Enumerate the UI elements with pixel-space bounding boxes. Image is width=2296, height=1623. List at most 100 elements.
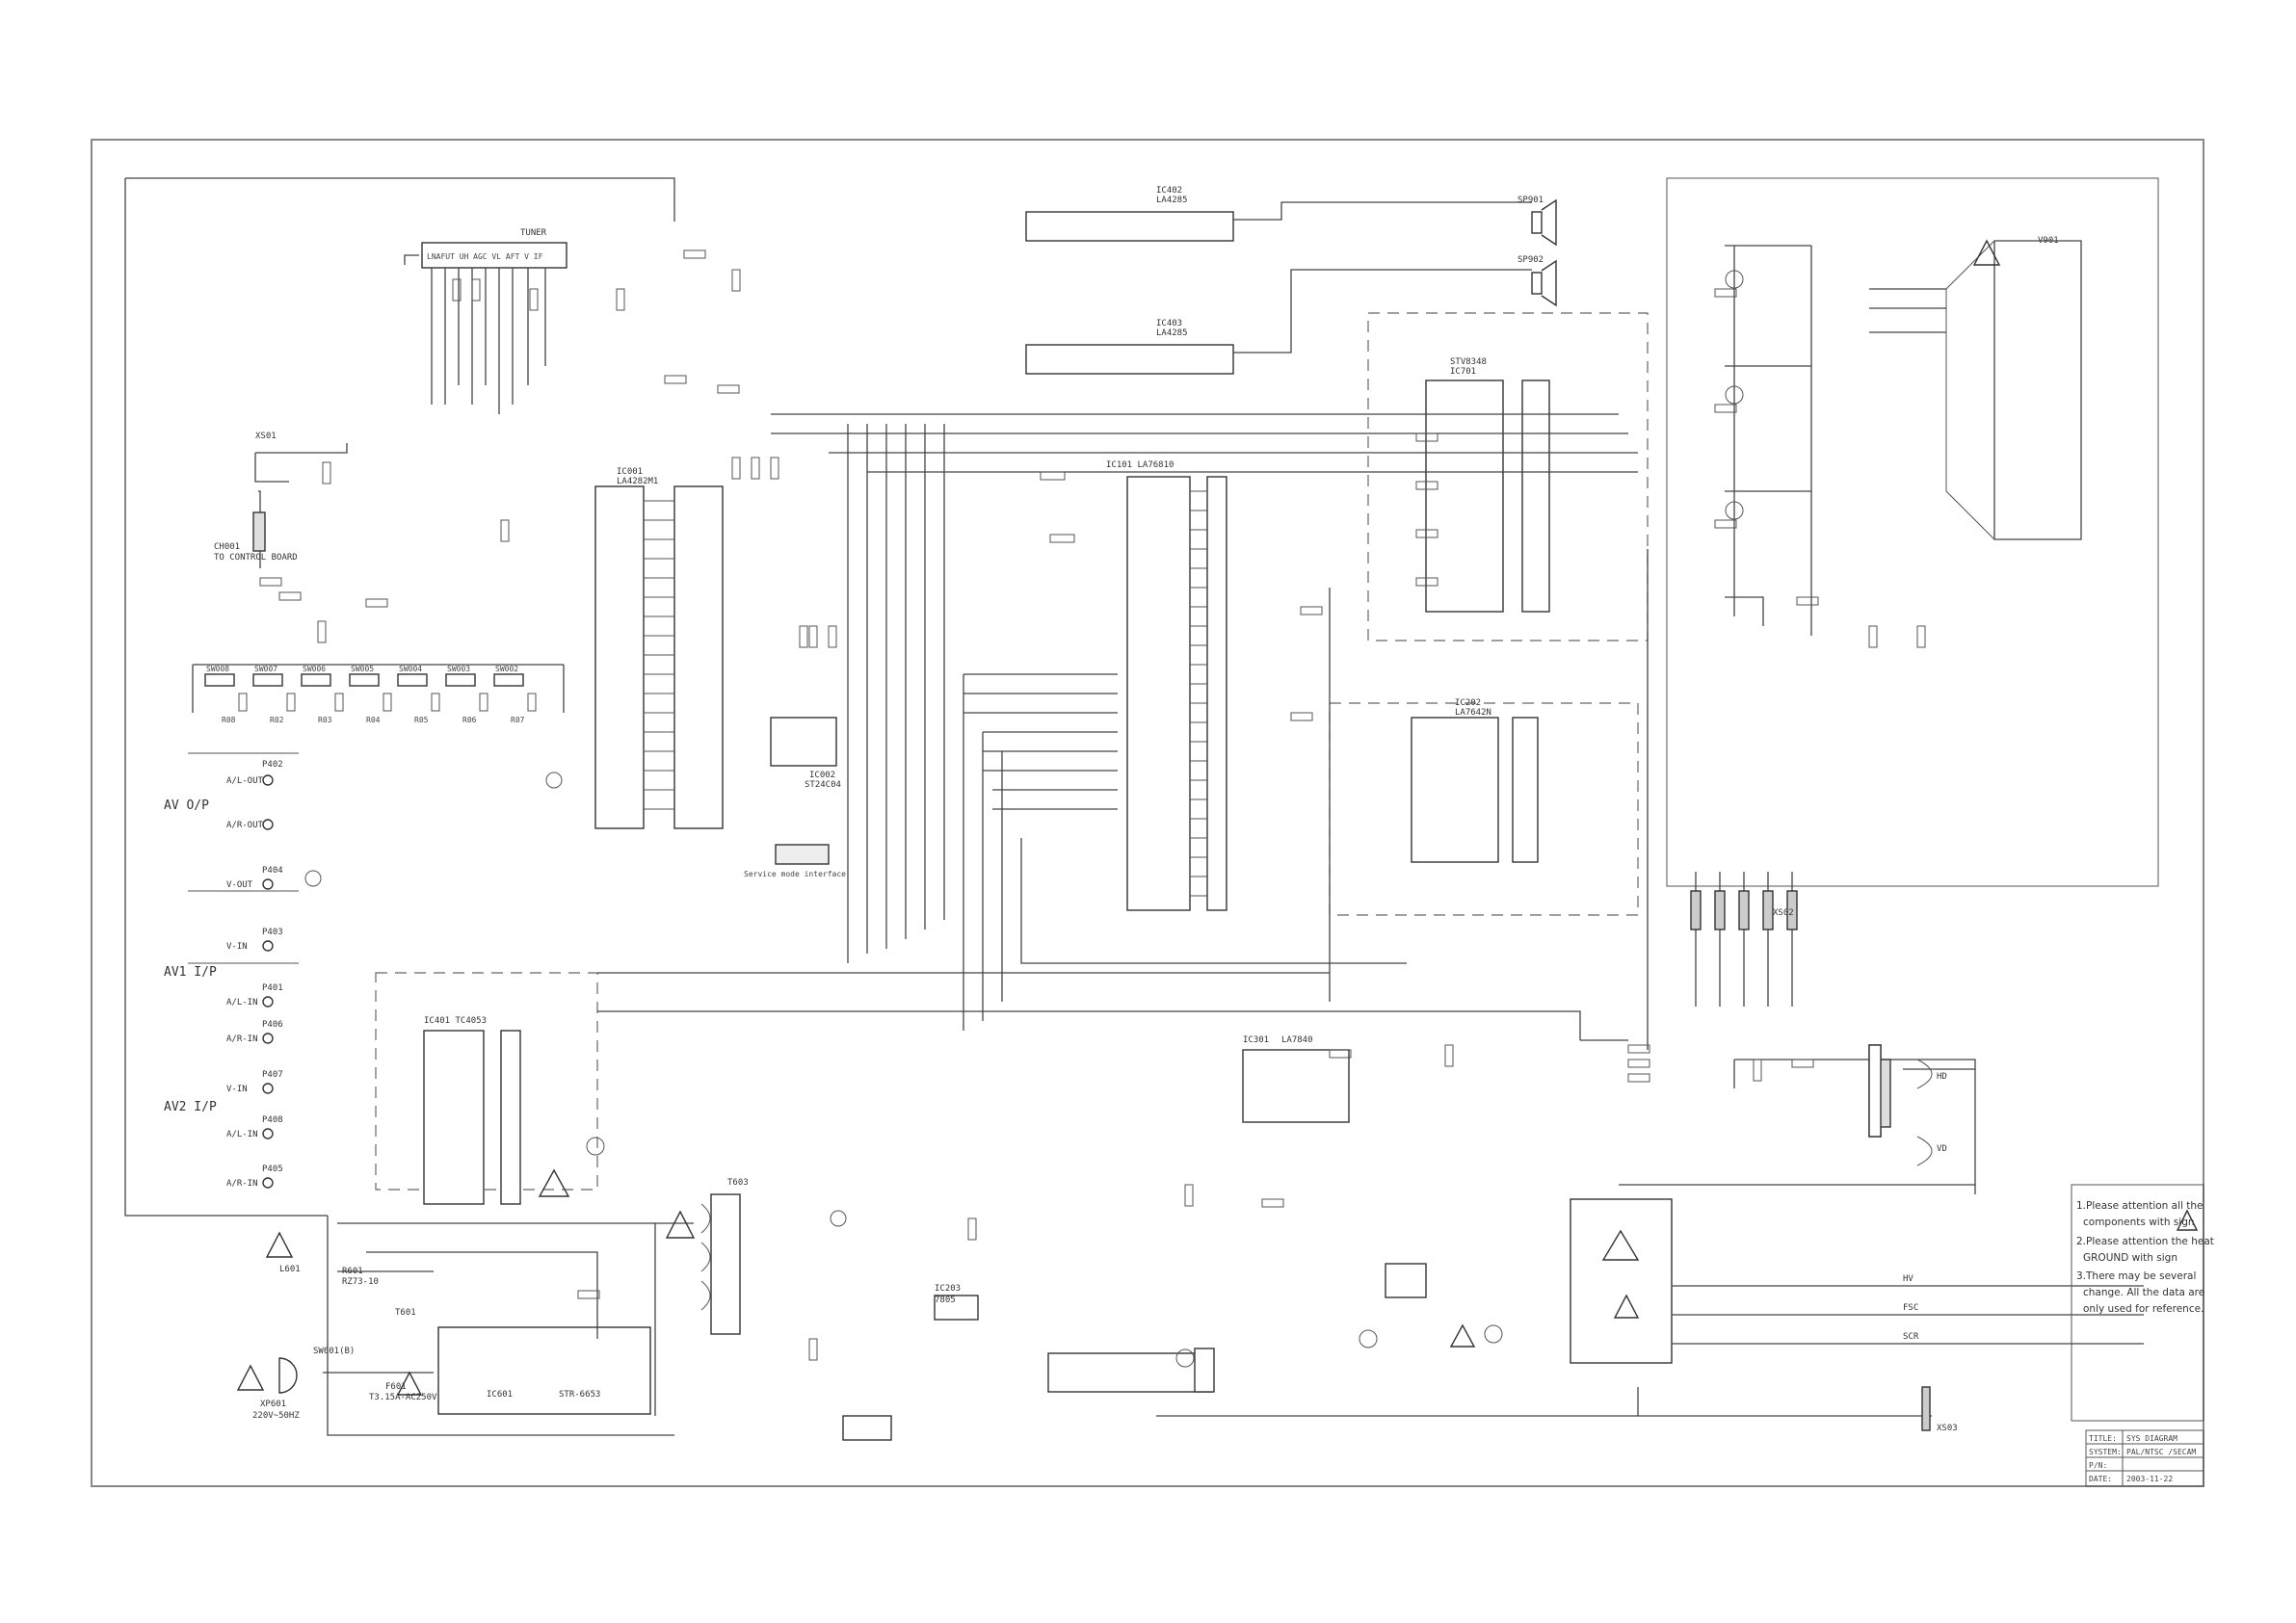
key-resistor [527,693,537,712]
svg-text:V-IN: V-IN [226,1085,248,1094]
section-av2-in: AV2 I/P [164,1100,217,1114]
key-resistor [479,693,488,712]
svg-text:IC401 TC4053: IC401 TC4053 [424,1016,487,1026]
svg-text:RZ73-10: RZ73-10 [342,1277,379,1287]
svg-text:TO CONTROL BOARD: TO CONTROL BOARD [214,553,298,563]
xs-connector-row: XS02 [1690,890,1798,930]
ic401-block: IC401 TC4053 [375,972,598,1205]
connector-bank [1047,1352,1213,1393]
ic-7805-a [842,1415,892,1441]
ic403-audio: IC403 LA4285 [1025,319,1234,375]
ic002-eeprom: IC002 ST24C04 [770,717,841,790]
key-resistor [334,693,344,712]
svg-text:IC002: IC002 [809,771,835,780]
key-switch [445,673,476,687]
ic302 [1385,1263,1427,1298]
key-switch [252,673,283,687]
svg-text:TUNER: TUNER [520,228,547,238]
ic402-audio: IC402 LA4285 [1025,186,1234,242]
key-resistor-label: R07 [511,716,525,724]
svg-text:P406: P406 [262,1020,283,1030]
service-interface: Service mode interface [744,844,846,878]
svg-text:P405: P405 [262,1165,283,1174]
svg-text:P402: P402 [262,760,283,770]
key-switch-label: SW004 [399,665,422,673]
key-resistor [286,693,296,712]
svg-text:ST24C04: ST24C04 [805,780,841,790]
svg-text:A/L-IN: A/L-IN [226,998,258,1008]
svg-text:CH001: CH001 [214,542,240,552]
key-switch [301,673,331,687]
svg-text:LA4285: LA4285 [1156,328,1188,338]
key-resistor-label: R05 [414,716,429,724]
svg-text:A/R-IN: A/R-IN [226,1034,258,1044]
svg-text:IC402: IC402 [1156,186,1182,196]
svg-text:SCR: SCR [1903,1332,1919,1342]
svg-text:L601: L601 [279,1265,301,1274]
ic202-block: IC202 LA7642N [1329,698,1639,916]
key-switch-label: SW005 [351,665,374,673]
svg-text:XS01: XS01 [255,432,277,441]
svg-text:LNAFUT UH AGC VL AFT V IF: LNAFUT UH AGC VL AFT V IF [427,252,543,261]
key-switch-row [192,664,565,713]
svg-text:IC001: IC001 [617,467,643,477]
svg-text:XS03: XS03 [1937,1424,1958,1433]
key-switch-label: SW007 [254,665,277,673]
svg-text:HV: HV [1903,1274,1913,1284]
svg-text:IC601: IC601 [487,1390,513,1400]
ic203 [934,1295,979,1321]
control-connector: CH001 TO CONTROL BOARD XS01 [214,432,298,563]
svg-text:only used for reference.: only used for reference. [2083,1303,2204,1315]
svg-text:XS02: XS02 [1773,908,1794,918]
tuner-block: TUNER LNAFUT UH AGC VL AFT V IF [404,228,567,414]
svg-text:220V~50HZ: 220V~50HZ [252,1411,300,1421]
svg-text:HD: HD [1937,1072,1947,1082]
svg-text:T3.15A-AC250V: T3.15A-AC250V [369,1393,437,1402]
key-resistor-label: R08 [222,716,236,724]
svg-text:A/R-OUT: A/R-OUT [226,821,264,830]
svg-text:PAL/NTSC /SECAM: PAL/NTSC /SECAM [2126,1448,2196,1456]
svg-text:TITLE:: TITLE: [2089,1434,2117,1443]
ic701-block: STV8348 IC701 [1367,312,1649,641]
svg-text:P403: P403 [262,928,283,937]
key-switch [493,673,524,687]
svg-text:IC701: IC701 [1450,367,1476,377]
title-block: TITLE: SYS DIAGRAM SYSTEM: PAL/NTSC /SEC… [2085,1429,2204,1487]
key-switch [349,673,380,687]
svg-text:A/L-OUT: A/L-OUT [226,776,264,786]
svg-text:3.There may be several: 3.There may be several [2076,1270,2196,1282]
key-switch-label: SW003 [447,665,470,673]
svg-text:LA4285: LA4285 [1156,196,1188,205]
ic301-block: IC301 LA7840 [1242,1035,1350,1123]
drawing-frame [91,139,2204,1487]
svg-text:XP601: XP601 [260,1400,286,1409]
passive-components [259,249,1926,1361]
key-switch-label: SW002 [495,665,518,673]
svg-text:LA7642N: LA7642N [1455,708,1491,718]
key-switch [204,673,235,687]
svg-text:2003-11-22: 2003-11-22 [2126,1475,2173,1483]
svg-text:FSC: FSC [1903,1303,1918,1313]
svg-text:SP901: SP901 [1517,196,1544,205]
svg-text:P/N:: P/N: [2089,1461,2107,1470]
key-resistor [431,693,440,712]
notes-box: 1.Please attention all the components wi… [2071,1184,2214,1422]
warning-icon [1972,239,2001,266]
key-resistor-label: R06 [462,716,477,724]
transistors [304,270,1744,1368]
crt-board: V901 [1666,177,2159,887]
key-resistor-label: R02 [270,716,284,724]
svg-text:change. All the data are: change. All the data are [2083,1287,2204,1298]
svg-text:IC101 LA76810: IC101 LA76810 [1106,460,1174,470]
svg-text:IC202: IC202 [1455,698,1481,708]
ic001-mcu: IC001 LA4282M1 [594,467,724,829]
key-resistor-label: R03 [318,716,332,724]
key-resistor-label: R04 [366,716,381,724]
svg-text:7805: 7805 [935,1296,956,1305]
svg-text:STR-6653: STR-6653 [559,1390,600,1400]
svg-text:P404: P404 [262,866,283,876]
svg-text:Service mode interface: Service mode interface [744,870,846,878]
key-switch-label: SW008 [206,665,229,673]
section-av1-in: AV1 I/P [164,965,217,980]
